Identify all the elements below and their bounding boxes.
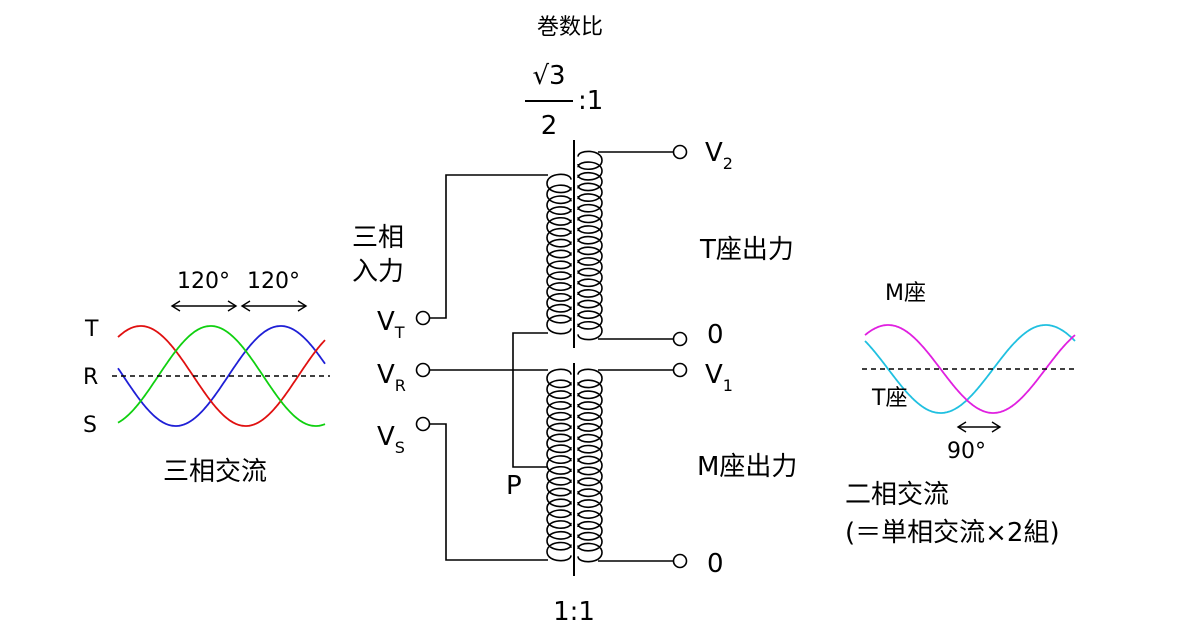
ninety-degree-label: 90° — [947, 439, 986, 464]
angle-label-1: 120° — [177, 269, 230, 294]
zero-top-terminal — [672, 331, 688, 347]
phase-t-label: T — [84, 317, 99, 342]
vr-terminal — [415, 362, 431, 378]
m-output-label: M座出力 — [697, 452, 797, 482]
vt-wire — [430, 174, 548, 319]
ratio-denominator: 2 — [541, 111, 558, 141]
t-to-tap-wire — [512, 332, 548, 468]
zero-top-label: 0 — [707, 320, 724, 350]
three-phase-title: 三相交流 — [163, 457, 267, 487]
three-phase-waveform: T R S 120° 120° 三相交流 — [83, 269, 330, 487]
phase-s-wave — [117, 325, 326, 427]
two-phase-waveform: M座 T座 90° 二相交流 (＝単相交流×2組) — [845, 281, 1076, 548]
zero-bottom-terminal — [672, 553, 688, 569]
t-phase-wave — [864, 324, 1076, 414]
two-phase-title-line1: 二相交流 — [845, 480, 949, 510]
vs-label: VS — [377, 422, 405, 457]
angle-arrows — [170, 300, 308, 312]
two-phase-title-line2: (＝単相交流×2組) — [845, 518, 1060, 548]
wiring — [430, 151, 673, 562]
ratio-title: 巻数比 — [537, 15, 603, 40]
input-label-line2: 入力 — [352, 257, 404, 287]
coils — [546, 150, 603, 563]
bottom-ratio-label: 1:1 — [553, 597, 595, 627]
phase-t-wave — [117, 325, 326, 427]
m-secondary-coil — [577, 368, 603, 563]
t-phase-label: T座 — [871, 386, 907, 411]
vr-label: VR — [377, 360, 406, 395]
v2-terminal — [672, 144, 688, 160]
tap-point-label: P — [506, 471, 522, 501]
ratio-numerator: √3 — [532, 61, 565, 91]
terminals — [415, 144, 688, 569]
t-primary-coil — [546, 173, 572, 335]
phase-r-label: R — [83, 365, 98, 390]
phase-r-wave — [117, 325, 326, 427]
phase-s-label: S — [83, 413, 97, 438]
input-label-line1: 三相 — [352, 223, 404, 253]
ninety-degree-arrow — [956, 421, 1002, 433]
m-phase-label: M座 — [885, 281, 926, 306]
vs-terminal — [415, 416, 431, 432]
vt-label: VT — [377, 307, 405, 342]
vt-terminal — [415, 310, 431, 326]
m-phase-wave — [864, 324, 1076, 414]
t-output-label: T座出力 — [699, 235, 794, 265]
ratio-tail: :1 — [578, 86, 603, 116]
vs-wire — [430, 423, 548, 561]
t-secondary-coil — [577, 150, 603, 341]
v1-terminal — [672, 362, 688, 378]
zero-bottom-label: 0 — [707, 549, 724, 579]
m-primary-coil — [546, 368, 572, 562]
v2-label: V2 — [705, 138, 733, 173]
angle-label-2: 120° — [247, 269, 300, 294]
v1-label: V1 — [705, 360, 733, 395]
